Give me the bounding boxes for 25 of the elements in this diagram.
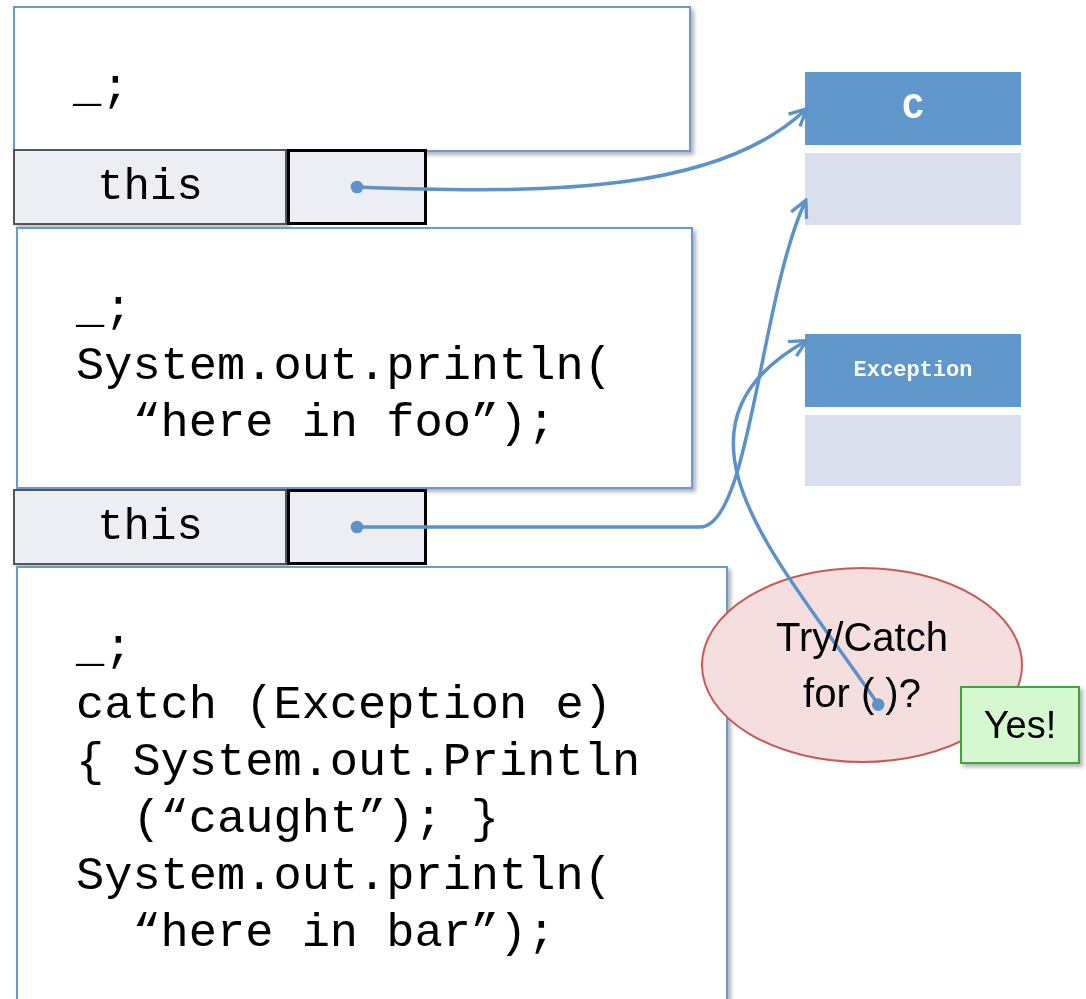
stack-frame-box	[16, 227, 693, 489]
pointer-slot-box	[287, 489, 427, 565]
pointer-slot-box	[287, 149, 427, 225]
code-line: _;	[73, 61, 131, 117]
pointer-arrow	[350, 198, 810, 534]
code-line: { System.out.Println (“caught”); }	[76, 735, 642, 848]
object-box	[805, 334, 1021, 486]
code-line: System.out.println( “here in bar”);	[76, 849, 613, 962]
stack-frame-box	[13, 6, 691, 152]
pointer-arrow	[731, 338, 885, 711]
class-name: C	[902, 86, 924, 131]
variable-name: this	[97, 501, 203, 554]
code-line: catch (Exception e)	[76, 678, 613, 734]
variable-label-box	[13, 489, 287, 565]
note-box	[960, 686, 1080, 764]
code-line: System.out.println( “here in foo”);	[76, 339, 613, 452]
note-text: Yes!	[983, 702, 1057, 748]
object-box	[805, 72, 1021, 225]
pointer-arrow	[350, 107, 809, 194]
stack-frame-box	[16, 566, 728, 999]
class-name: Exception	[853, 357, 973, 385]
variable-label-box	[13, 149, 287, 225]
code-line: _;	[76, 282, 134, 338]
variable-name: this	[97, 161, 203, 214]
code-line: _;	[76, 621, 134, 677]
